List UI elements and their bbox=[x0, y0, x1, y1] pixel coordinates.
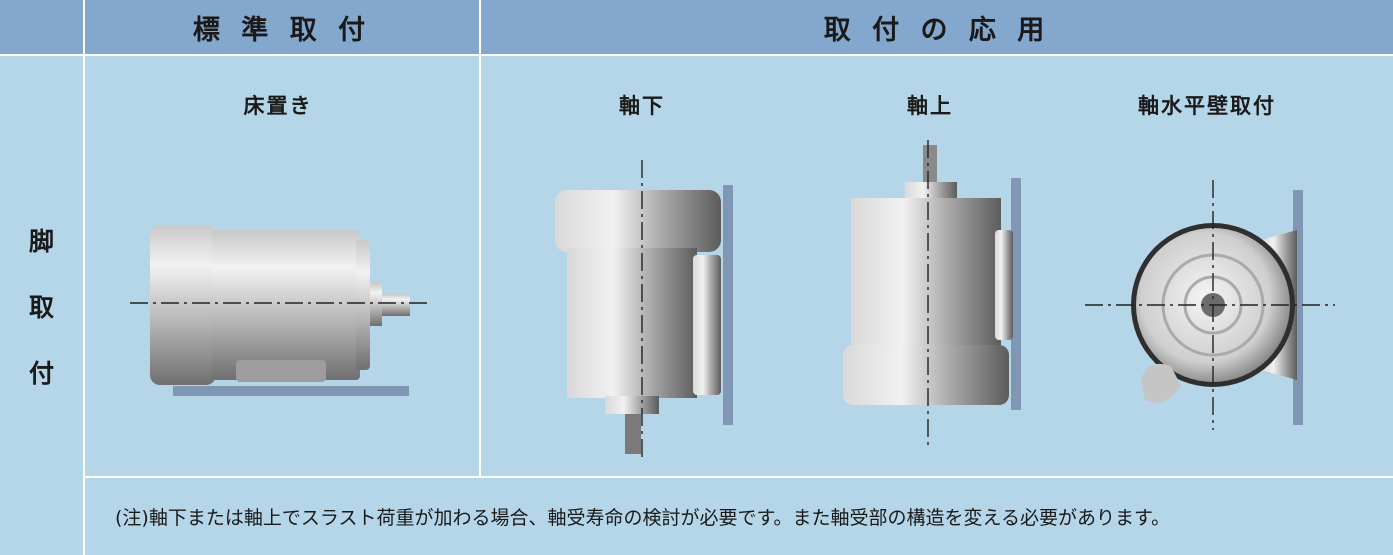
motor-shaft-horizontal-wall-illustration bbox=[1085, 180, 1335, 430]
row-label-foot-mount: 脚 取 付 bbox=[0, 56, 83, 555]
label-shaft-horizontal-wall: 軸水平壁取付 bbox=[1138, 94, 1276, 118]
header-corner bbox=[0, 0, 83, 54]
header-applied: 取 付 の 応 用 bbox=[481, 0, 1393, 54]
motor-shaft-up-illustration bbox=[843, 140, 1021, 450]
label-shaft-up: 軸上 bbox=[907, 94, 953, 118]
note-row: (注)軸下または軸上でスラスト荷重が加わる場合、軸受寿命の検討が必要です。また軸… bbox=[85, 478, 1393, 555]
header-applied-label: 取 付 の 応 用 bbox=[823, 14, 1051, 46]
header-standard-label: 標 準 取 付 bbox=[192, 14, 372, 46]
row-label-char: 付 bbox=[28, 358, 54, 388]
label-floor: 床置き bbox=[243, 94, 313, 118]
row-label-char: 脚 bbox=[28, 226, 54, 256]
motor-shaft-down-illustration bbox=[555, 160, 733, 460]
motor-floor-illustration bbox=[130, 225, 428, 396]
row-label-char: 取 bbox=[28, 292, 54, 322]
label-shaft-down: 軸下 bbox=[619, 94, 665, 118]
header-standard: 標 準 取 付 bbox=[85, 0, 479, 54]
note-text: (注)軸下または軸上でスラスト荷重が加わる場合、軸受寿命の検討が必要です。また軸… bbox=[115, 507, 1171, 529]
